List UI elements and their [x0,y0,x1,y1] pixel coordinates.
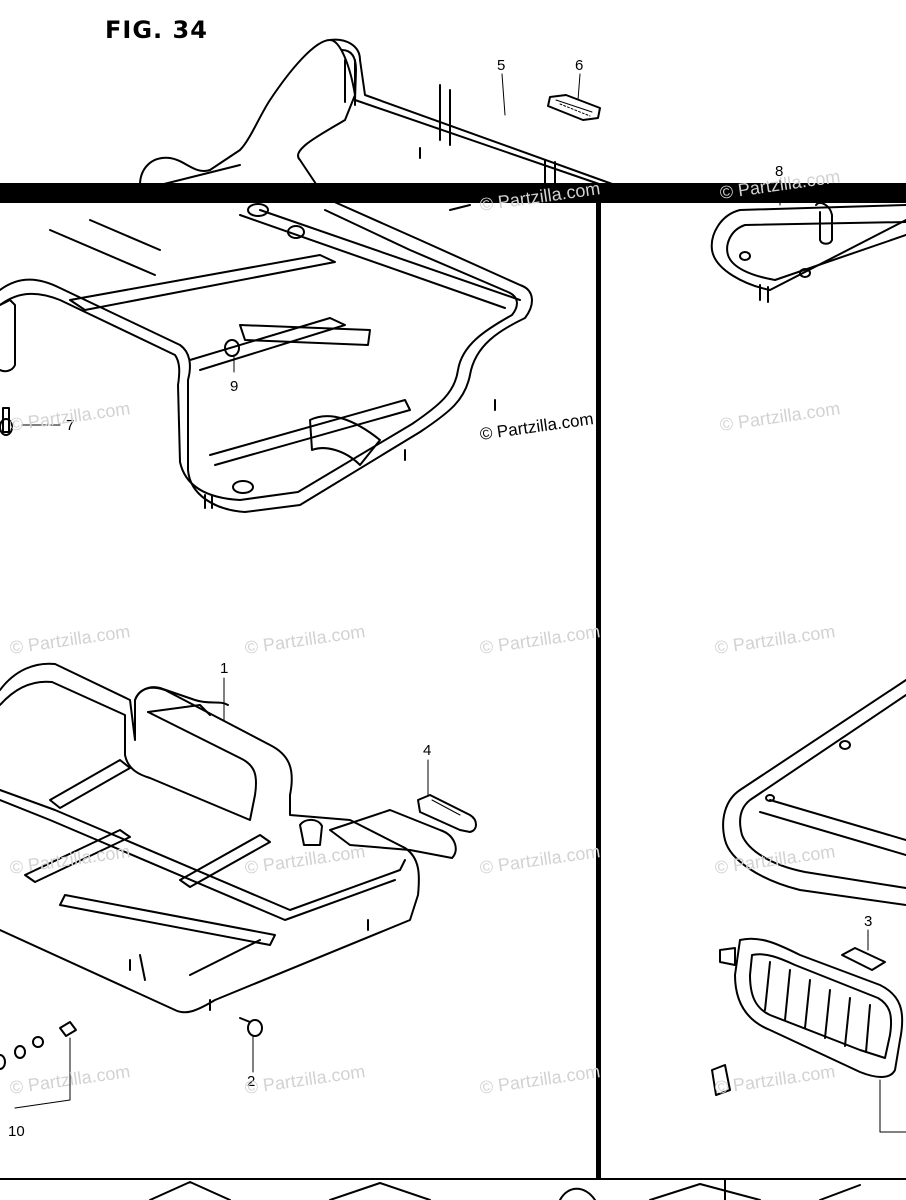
guard-panel [711,937,906,1133]
callout-2: 2 [247,1073,256,1090]
callout-10: 10 [8,1123,25,1140]
divider-horizontal [0,183,906,203]
fasteners-10 [59,1021,77,1037]
bracket-4 [417,794,477,833]
front-carrier-rack-upper [710,189,906,303]
callout-6: 6 [575,57,584,74]
pad-6 [547,94,601,121]
callout-3: 3 [864,913,873,930]
pad-3 [841,947,886,971]
callout-4: 4 [423,742,432,759]
callout-7: 7 [66,417,75,434]
callout-8: 8 [775,163,784,180]
callout-5: 5 [497,57,506,74]
next-figure-fragments [149,1181,861,1200]
carrier-rack-lower-right [722,679,906,906]
rear-carrier-rack [0,38,781,513]
front-carrier-rack [0,662,457,1014]
callout-9: 9 [230,378,239,395]
bolt-2 [239,1017,251,1023]
figure-title: FIG. 34 [105,16,208,44]
divider-vertical [596,203,601,1178]
callout-1: 1 [220,660,229,677]
